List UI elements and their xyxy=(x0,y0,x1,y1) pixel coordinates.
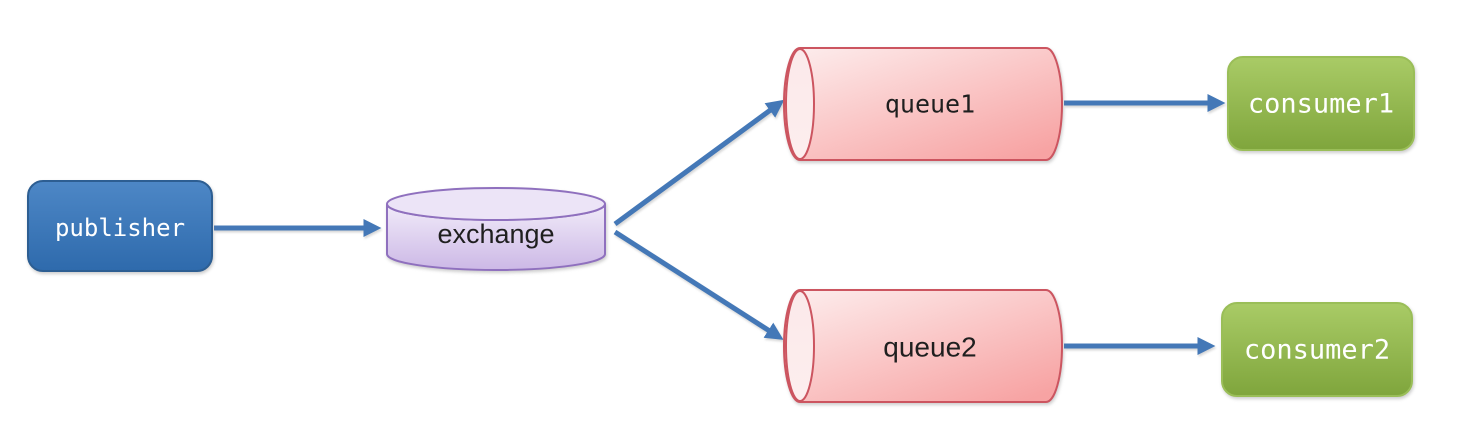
exchange-top-cap xyxy=(387,188,605,220)
queue1-left-cap xyxy=(785,48,815,160)
node-consumer2: consumer2 xyxy=(1221,302,1413,397)
consumer2-shape xyxy=(1221,302,1413,397)
queue2-body xyxy=(783,289,1063,403)
node-publisher: publisher xyxy=(27,180,213,272)
consumer1-shape xyxy=(1227,56,1415,151)
node-consumer1: consumer1 xyxy=(1227,56,1415,151)
arrow-exchange-to-queue1 xyxy=(613,99,785,227)
node-queue1: queue1 xyxy=(783,47,1063,161)
queue2-label: queue2 xyxy=(883,332,976,363)
arrow-exchange-to-queue2 xyxy=(613,229,784,340)
queue2-left-cap xyxy=(785,290,815,402)
exchange-label: exchange xyxy=(437,219,554,249)
exchange-top-rim xyxy=(386,187,606,221)
queue1-label: queue1 xyxy=(885,90,975,119)
node-exchange: exchange xyxy=(386,187,606,271)
edges-layer xyxy=(214,94,1226,355)
consumer1-label: consumer1 xyxy=(1248,89,1394,120)
queue1-body xyxy=(783,47,1063,161)
publisher-label: publisher xyxy=(55,214,185,242)
publisher-shape xyxy=(27,180,213,272)
node-queue2: queue2 xyxy=(783,289,1063,403)
consumer2-label: consumer2 xyxy=(1244,335,1390,366)
